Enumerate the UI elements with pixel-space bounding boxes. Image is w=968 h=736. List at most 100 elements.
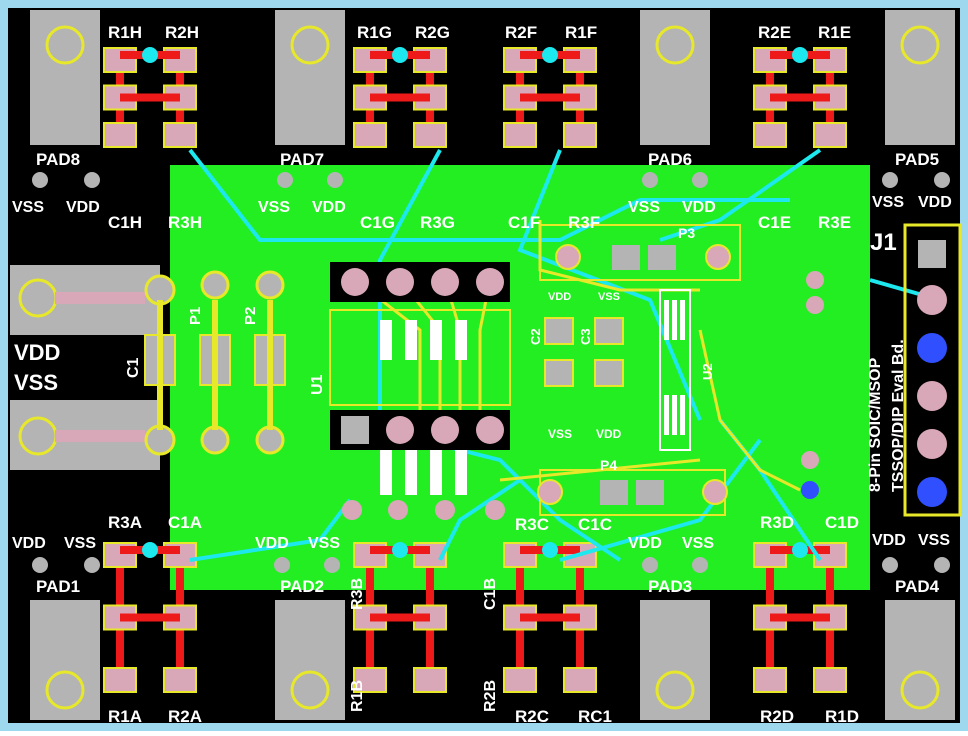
label-top-vdd-2: VDD	[312, 199, 346, 216]
u1-pin-3	[431, 416, 459, 444]
u1-label: U1	[309, 374, 326, 395]
label-c1e: C1E	[758, 213, 791, 232]
label-c1c: C1C	[578, 515, 612, 534]
smd-pad	[563, 604, 597, 631]
pad3-body	[640, 600, 710, 720]
u1-via-3	[435, 500, 455, 520]
j1-pin-3	[917, 333, 947, 363]
label-top-vdd-3: VDD	[682, 199, 716, 216]
p3-label: P3	[678, 225, 695, 241]
label-r2e: R2E	[758, 23, 791, 42]
u1-via-4	[485, 500, 505, 520]
p2-pad-bottom	[255, 425, 285, 455]
cyan-via	[792, 542, 808, 558]
u2-label: U2	[700, 363, 715, 380]
u2-outline	[659, 289, 691, 451]
u1-pin-1	[341, 416, 369, 444]
label-bot-vdd-1: VDD	[12, 535, 46, 552]
c3-vss-label: VSS	[598, 291, 620, 303]
p4-label: P4	[600, 457, 617, 473]
cyan-trace-7	[559, 438, 762, 562]
c2-vss-label: VSS	[548, 427, 572, 441]
left-vdd-label: VDD	[14, 340, 60, 365]
label-r2d: R2D	[760, 707, 794, 726]
label-pad8: PAD8	[36, 150, 80, 169]
tp-vdd-1	[84, 172, 100, 188]
c3-label: C3	[578, 328, 593, 345]
u2-pad-6	[680, 395, 685, 435]
tp-vdd-6	[274, 557, 290, 573]
soic-pad-5	[380, 450, 392, 495]
tp-vss-7	[692, 557, 708, 573]
label-c1d: C1D	[825, 513, 859, 532]
label-r3h: R3H	[168, 213, 202, 232]
soic-pad-2	[405, 320, 417, 360]
tp-vss-6	[324, 557, 340, 573]
u1-pin-8	[341, 268, 369, 296]
soic-pad-4	[455, 320, 467, 360]
label-r2h: R2H	[165, 23, 199, 42]
label-bot-vdd-4: VDD	[872, 532, 906, 549]
j1-label: J1	[870, 229, 897, 256]
left-trace-1	[55, 292, 145, 304]
label-bot-vss-4: VSS	[918, 532, 950, 549]
label-rc1: RC1	[578, 707, 612, 726]
j1-outline	[903, 223, 962, 517]
smd-pad	[353, 122, 387, 148]
label-r2a: R2A	[168, 707, 202, 726]
tp-vdd-4	[934, 172, 950, 188]
cyan-via	[542, 47, 558, 63]
p4-pad-a	[600, 480, 628, 505]
label-bot-vss-2: VSS	[308, 535, 340, 552]
tp-vss-3	[642, 172, 658, 188]
pad4-hole	[900, 670, 940, 710]
pad2-body	[275, 600, 345, 720]
tp-vdd-3	[692, 172, 708, 188]
u2-pad-2	[672, 300, 677, 340]
top-pads	[30, 10, 955, 145]
u1-pin-7	[386, 268, 414, 296]
j1-header: J1 8-Pin SOIC/MSOP TSSOP/DIP Eval Bd.	[801, 223, 962, 517]
label-r3b: R3B	[349, 578, 366, 610]
label-r1f: R1F	[565, 23, 597, 42]
j1-pin-6	[917, 477, 947, 507]
label-top-vdd-1: VDD	[66, 199, 100, 216]
u1-pin-6	[431, 268, 459, 296]
c2-pad-top	[544, 317, 574, 345]
label-r2g: R2G	[415, 23, 450, 42]
label-r2b: R2B	[482, 680, 499, 712]
label-r3g: R3G	[420, 213, 455, 232]
c1-pad-top	[144, 274, 176, 306]
c1-label: C1	[125, 357, 142, 378]
c2-pad-bottom	[544, 359, 574, 387]
u1-via-2	[388, 500, 408, 520]
u1-outline	[329, 309, 511, 406]
label-r1h: R1H	[108, 23, 142, 42]
label-r2f: R2F	[505, 23, 537, 42]
j1-via-3	[801, 451, 819, 469]
label-pad5: PAD5	[895, 150, 939, 169]
label-c1g: C1G	[360, 213, 395, 232]
pad4-body	[885, 600, 955, 720]
p4-pad-left	[537, 479, 563, 505]
smd-pad	[813, 667, 847, 693]
label-bot-vdd-3: VDD	[628, 535, 662, 552]
resistor-clusters	[103, 47, 847, 693]
j1-pin-2	[917, 285, 947, 315]
tp-vss-2	[277, 172, 293, 188]
cyan-trace-6	[438, 478, 522, 561]
c2-label: C2	[528, 328, 543, 345]
smd-pad	[103, 122, 137, 148]
left-trace-2	[55, 430, 145, 442]
test-points	[32, 172, 950, 573]
j1-pin-1	[918, 240, 946, 268]
cyan-via	[142, 47, 158, 63]
label-r3a: R3A	[108, 513, 142, 532]
j1-via-1	[806, 271, 824, 289]
eval-board-text-2: TSSOP/DIP Eval Bd.	[890, 339, 907, 492]
p3-pad-b	[648, 245, 676, 270]
smd-pad	[353, 667, 387, 693]
label-c1b: C1B	[482, 578, 499, 610]
